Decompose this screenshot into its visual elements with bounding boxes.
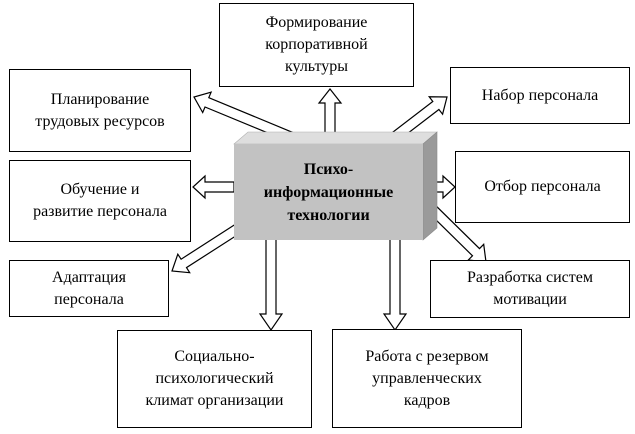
center-block-side-face [422,131,438,241]
node-adaptation: Адаптация персонала [9,260,169,317]
node-culture: Формирование корпоративной культуры [219,3,414,87]
node-training: Обучение и развитие персонала [9,160,191,242]
node-reserve: Работа с резервом управленческих кадров [332,329,522,428]
node-selection: Отбор персонала [455,151,630,223]
arrow-to-climate [258,225,284,332]
arrow-to-motivation [425,202,487,263]
center-block: Психо- информационные технологии [234,144,423,240]
center-block-top-face [233,131,438,145]
node-climate: Социально- психологический климат органи… [117,330,312,428]
node-planning: Планирование трудовых ресурсов [9,69,191,152]
node-motivation: Разработка систем мотивации [430,260,630,318]
arrow-to-training [192,174,235,200]
node-recruitment: Набор персонала [450,67,630,124]
arrow-to-reserve [382,227,408,332]
